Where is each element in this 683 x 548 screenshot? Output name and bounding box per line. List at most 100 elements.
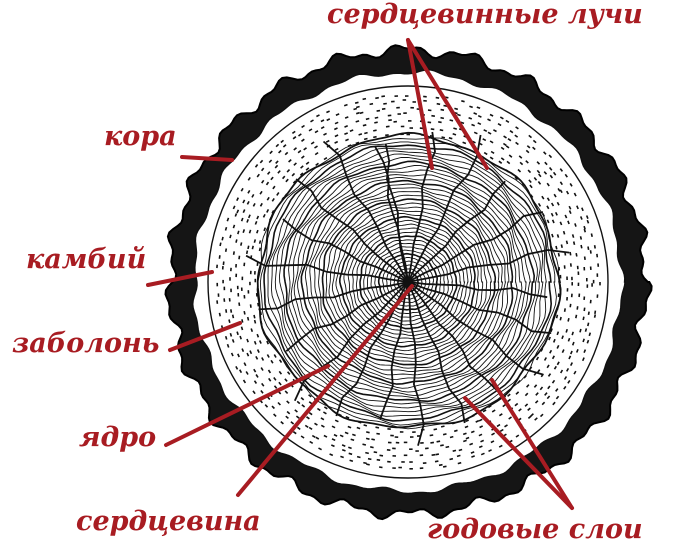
sapwood-dash bbox=[440, 444, 444, 447]
annual-ring bbox=[382, 256, 435, 307]
sapwood-dash bbox=[263, 227, 267, 232]
sapwood-dash bbox=[362, 443, 367, 446]
sapwood-dash bbox=[541, 195, 545, 200]
sapwood-dash bbox=[288, 159, 292, 163]
sapwood-dash bbox=[308, 394, 312, 398]
medullary-ray bbox=[407, 281, 552, 334]
annual-ring bbox=[393, 268, 423, 296]
sapwood-dash bbox=[314, 151, 319, 156]
medullary-ray bbox=[282, 218, 409, 283]
medullary-ray bbox=[407, 281, 544, 376]
sapwood-dash bbox=[583, 228, 587, 233]
sapwood-dash bbox=[274, 164, 279, 169]
leader-rings-a bbox=[463, 396, 574, 510]
sapwood-dash bbox=[297, 149, 302, 154]
sapwood-dash bbox=[355, 120, 360, 123]
annual-ring bbox=[377, 252, 439, 311]
sapwood-dash bbox=[334, 140, 339, 144]
sapwood-dash bbox=[246, 201, 250, 205]
sapwood-dash bbox=[572, 241, 576, 245]
sapwood-dash bbox=[559, 168, 564, 172]
sapwood-dash bbox=[524, 403, 529, 407]
sapwood-dash bbox=[295, 415, 300, 419]
sapwood-dash bbox=[299, 172, 304, 176]
sapwood-dash bbox=[590, 233, 593, 237]
sapwood-dash bbox=[478, 418, 483, 422]
sapwood-dash bbox=[268, 377, 272, 382]
sapwood-dash bbox=[555, 395, 560, 400]
sapwood-dash bbox=[498, 444, 503, 448]
sapwood-dash bbox=[440, 425, 445, 428]
sapwood-dash bbox=[581, 207, 584, 212]
sapwood-dash bbox=[371, 438, 375, 441]
sapwood-dash bbox=[232, 251, 235, 255]
sapwood-dash bbox=[461, 100, 465, 103]
sapwood-dash bbox=[256, 333, 260, 338]
pith-center bbox=[403, 277, 413, 287]
sapwood-dash bbox=[256, 349, 260, 353]
sapwood-dash bbox=[358, 133, 363, 136]
sapwood-dash bbox=[323, 157, 328, 161]
sapwood-dash bbox=[225, 309, 228, 313]
sapwood-dash bbox=[462, 432, 467, 436]
sapwood-dash bbox=[505, 119, 510, 123]
sapwood-dash bbox=[582, 316, 585, 321]
sapwood-dash bbox=[260, 367, 264, 371]
sapwood-dash bbox=[568, 205, 572, 210]
sapwood-dash bbox=[348, 452, 353, 456]
sapwood-dash bbox=[243, 362, 247, 367]
sapwood-dash bbox=[292, 136, 297, 140]
sapwood-dash bbox=[431, 114, 436, 117]
sapwood-dash bbox=[525, 149, 530, 154]
sapwood-dash bbox=[469, 442, 474, 446]
sapwood-dash bbox=[550, 212, 554, 217]
sapwood-dash bbox=[541, 401, 546, 406]
sapwood-dash bbox=[366, 463, 370, 466]
sapwood-dash bbox=[586, 339, 590, 344]
leader-rays-b bbox=[406, 38, 489, 170]
sapwood-dash bbox=[477, 114, 482, 118]
medullary-ray bbox=[407, 211, 544, 283]
sapwood-dash bbox=[489, 140, 494, 144]
sapwood-dash bbox=[477, 122, 482, 126]
sapwood-dash bbox=[439, 129, 444, 132]
sapwood-dash bbox=[284, 378, 288, 382]
sapwood-dash bbox=[355, 111, 360, 115]
cambium-line bbox=[207, 85, 609, 479]
sapwood-dash bbox=[365, 437, 370, 440]
sapwood-dash bbox=[255, 356, 259, 360]
sapwood-dash bbox=[260, 167, 265, 172]
sapwood-dash bbox=[246, 352, 250, 357]
sapwood-dash bbox=[296, 426, 301, 431]
sapwood-dash bbox=[518, 408, 522, 412]
annual-ring bbox=[321, 198, 497, 366]
sapwood-dash bbox=[301, 124, 305, 129]
sapwood-dash bbox=[543, 171, 548, 175]
sapwood-dash bbox=[569, 303, 572, 308]
sapwood-dash bbox=[565, 240, 569, 245]
sapwood-dash bbox=[256, 215, 260, 220]
sapwood-dash bbox=[347, 425, 352, 429]
sapwood-dash bbox=[470, 451, 475, 454]
sapwood-dash bbox=[232, 224, 236, 229]
leader-bark bbox=[180, 155, 234, 162]
sapwood-dash bbox=[240, 217, 244, 222]
annual-ring bbox=[328, 206, 488, 359]
sapwood-dash bbox=[261, 179, 265, 184]
sapwood-dash bbox=[532, 139, 537, 144]
sapwood-dash bbox=[272, 185, 276, 190]
medullary-ray bbox=[258, 281, 409, 311]
sapwood-dash bbox=[587, 246, 590, 251]
annual-ring bbox=[359, 235, 458, 330]
sapwood-dash bbox=[250, 328, 254, 333]
sapwood-dash bbox=[271, 210, 275, 214]
annual-ring bbox=[386, 260, 431, 304]
sapwood-dash bbox=[564, 214, 568, 219]
sapwood-dash bbox=[546, 364, 550, 369]
sapwood-dash bbox=[435, 96, 440, 99]
sapwood-dash bbox=[345, 415, 350, 419]
annual-ring bbox=[297, 177, 518, 389]
sapwood-dash bbox=[273, 354, 277, 358]
sapwood-dash bbox=[344, 431, 349, 435]
sapwood-dash bbox=[559, 181, 563, 186]
